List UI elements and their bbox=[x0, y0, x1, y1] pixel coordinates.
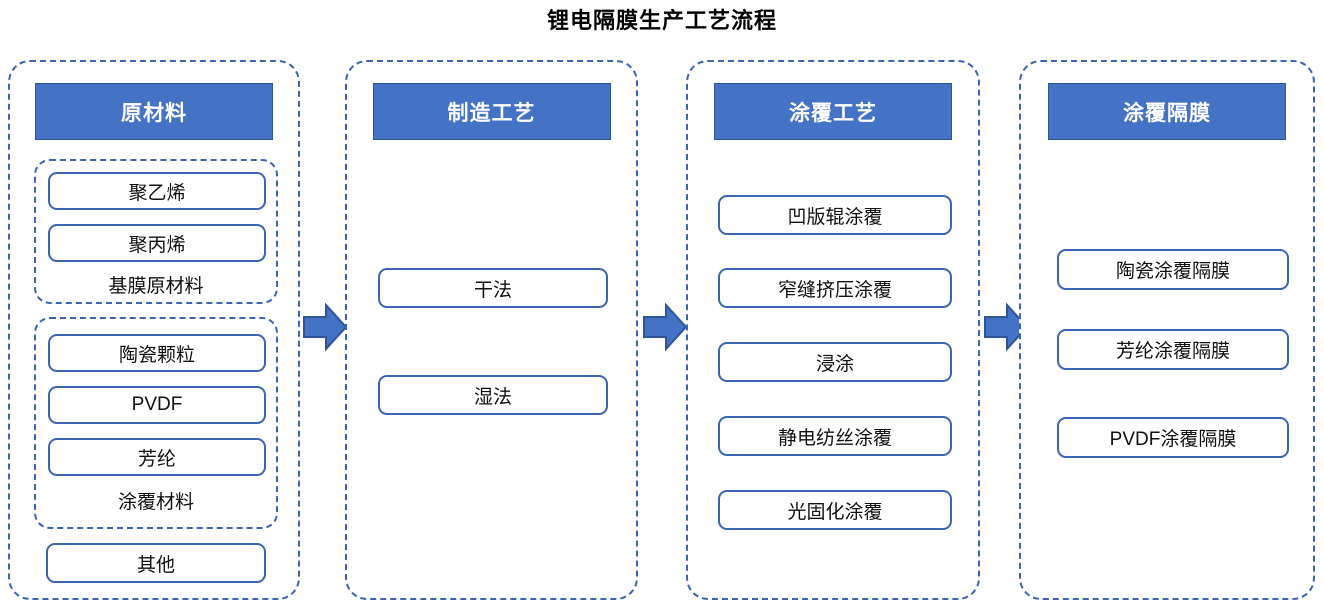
stage-column-coated-separator: 涂覆隔膜 陶瓷涂覆隔膜 芳纶涂覆隔膜 PVDF涂覆隔膜 bbox=[1019, 60, 1315, 600]
column-header-raw-material: 原材料 bbox=[35, 83, 273, 140]
stage-column-manufacturing-process: 制造工艺 干法 湿法 bbox=[345, 60, 638, 600]
group-coating-material: 陶瓷颗粒 PVDF 芳纶 涂覆材料 bbox=[34, 317, 278, 529]
arrow-raw-to-manufacture bbox=[303, 303, 347, 351]
item-gravure-roll-coating[interactable]: 凹版辊涂覆 bbox=[718, 195, 952, 235]
column-header-coated-separator: 涂覆隔膜 bbox=[1048, 83, 1286, 140]
arrow-manufacture-to-coating bbox=[643, 303, 687, 351]
item-photocuring-coating[interactable]: 光固化涂覆 bbox=[718, 490, 952, 530]
group-base-film-material: 聚乙烯 聚丙烯 基膜原材料 bbox=[34, 159, 278, 304]
page-title: 锂电隔膜生产工艺流程 bbox=[546, 8, 777, 33]
column-header-coating-process: 涂覆工艺 bbox=[714, 83, 952, 140]
column-header-manufacturing-process: 制造工艺 bbox=[372, 83, 611, 140]
stage-column-coating-process: 涂覆工艺 凹版辊涂覆 窄缝挤压涂覆 浸涂 静电纺丝涂覆 光固化涂覆 bbox=[686, 60, 980, 600]
item-pvdf-coated-separator[interactable]: PVDF涂覆隔膜 bbox=[1057, 417, 1289, 458]
arrow-coating-to-product bbox=[984, 303, 1028, 351]
item-aramid-coated-separator[interactable]: 芳纶涂覆隔膜 bbox=[1057, 329, 1289, 370]
stage-column-raw-material: 原材料 聚乙烯 聚丙烯 基膜原材料 陶瓷颗粒 PVDF 芳纶 涂覆材料 其他 bbox=[8, 60, 300, 600]
item-slot-die-coating[interactable]: 窄缝挤压涂覆 bbox=[718, 268, 952, 308]
item-ceramic-particles[interactable]: 陶瓷颗粒 bbox=[48, 334, 266, 372]
item-other[interactable]: 其他 bbox=[46, 543, 266, 583]
item-polypropylene[interactable]: 聚丙烯 bbox=[48, 224, 266, 262]
item-polyethylene[interactable]: 聚乙烯 bbox=[48, 172, 266, 210]
item-electrospinning-coating[interactable]: 静电纺丝涂覆 bbox=[718, 416, 952, 456]
group-label-coating-material: 涂覆材料 bbox=[117, 492, 194, 513]
group-label-base-film-material: 基膜原材料 bbox=[108, 276, 204, 297]
item-aramid[interactable]: 芳纶 bbox=[48, 438, 266, 476]
item-pvdf[interactable]: PVDF bbox=[48, 386, 266, 424]
item-ceramic-coated-separator[interactable]: 陶瓷涂覆隔膜 bbox=[1057, 249, 1289, 290]
item-dry-method[interactable]: 干法 bbox=[378, 268, 608, 308]
item-dip-coating[interactable]: 浸涂 bbox=[718, 342, 952, 382]
item-wet-method[interactable]: 湿法 bbox=[378, 375, 608, 415]
